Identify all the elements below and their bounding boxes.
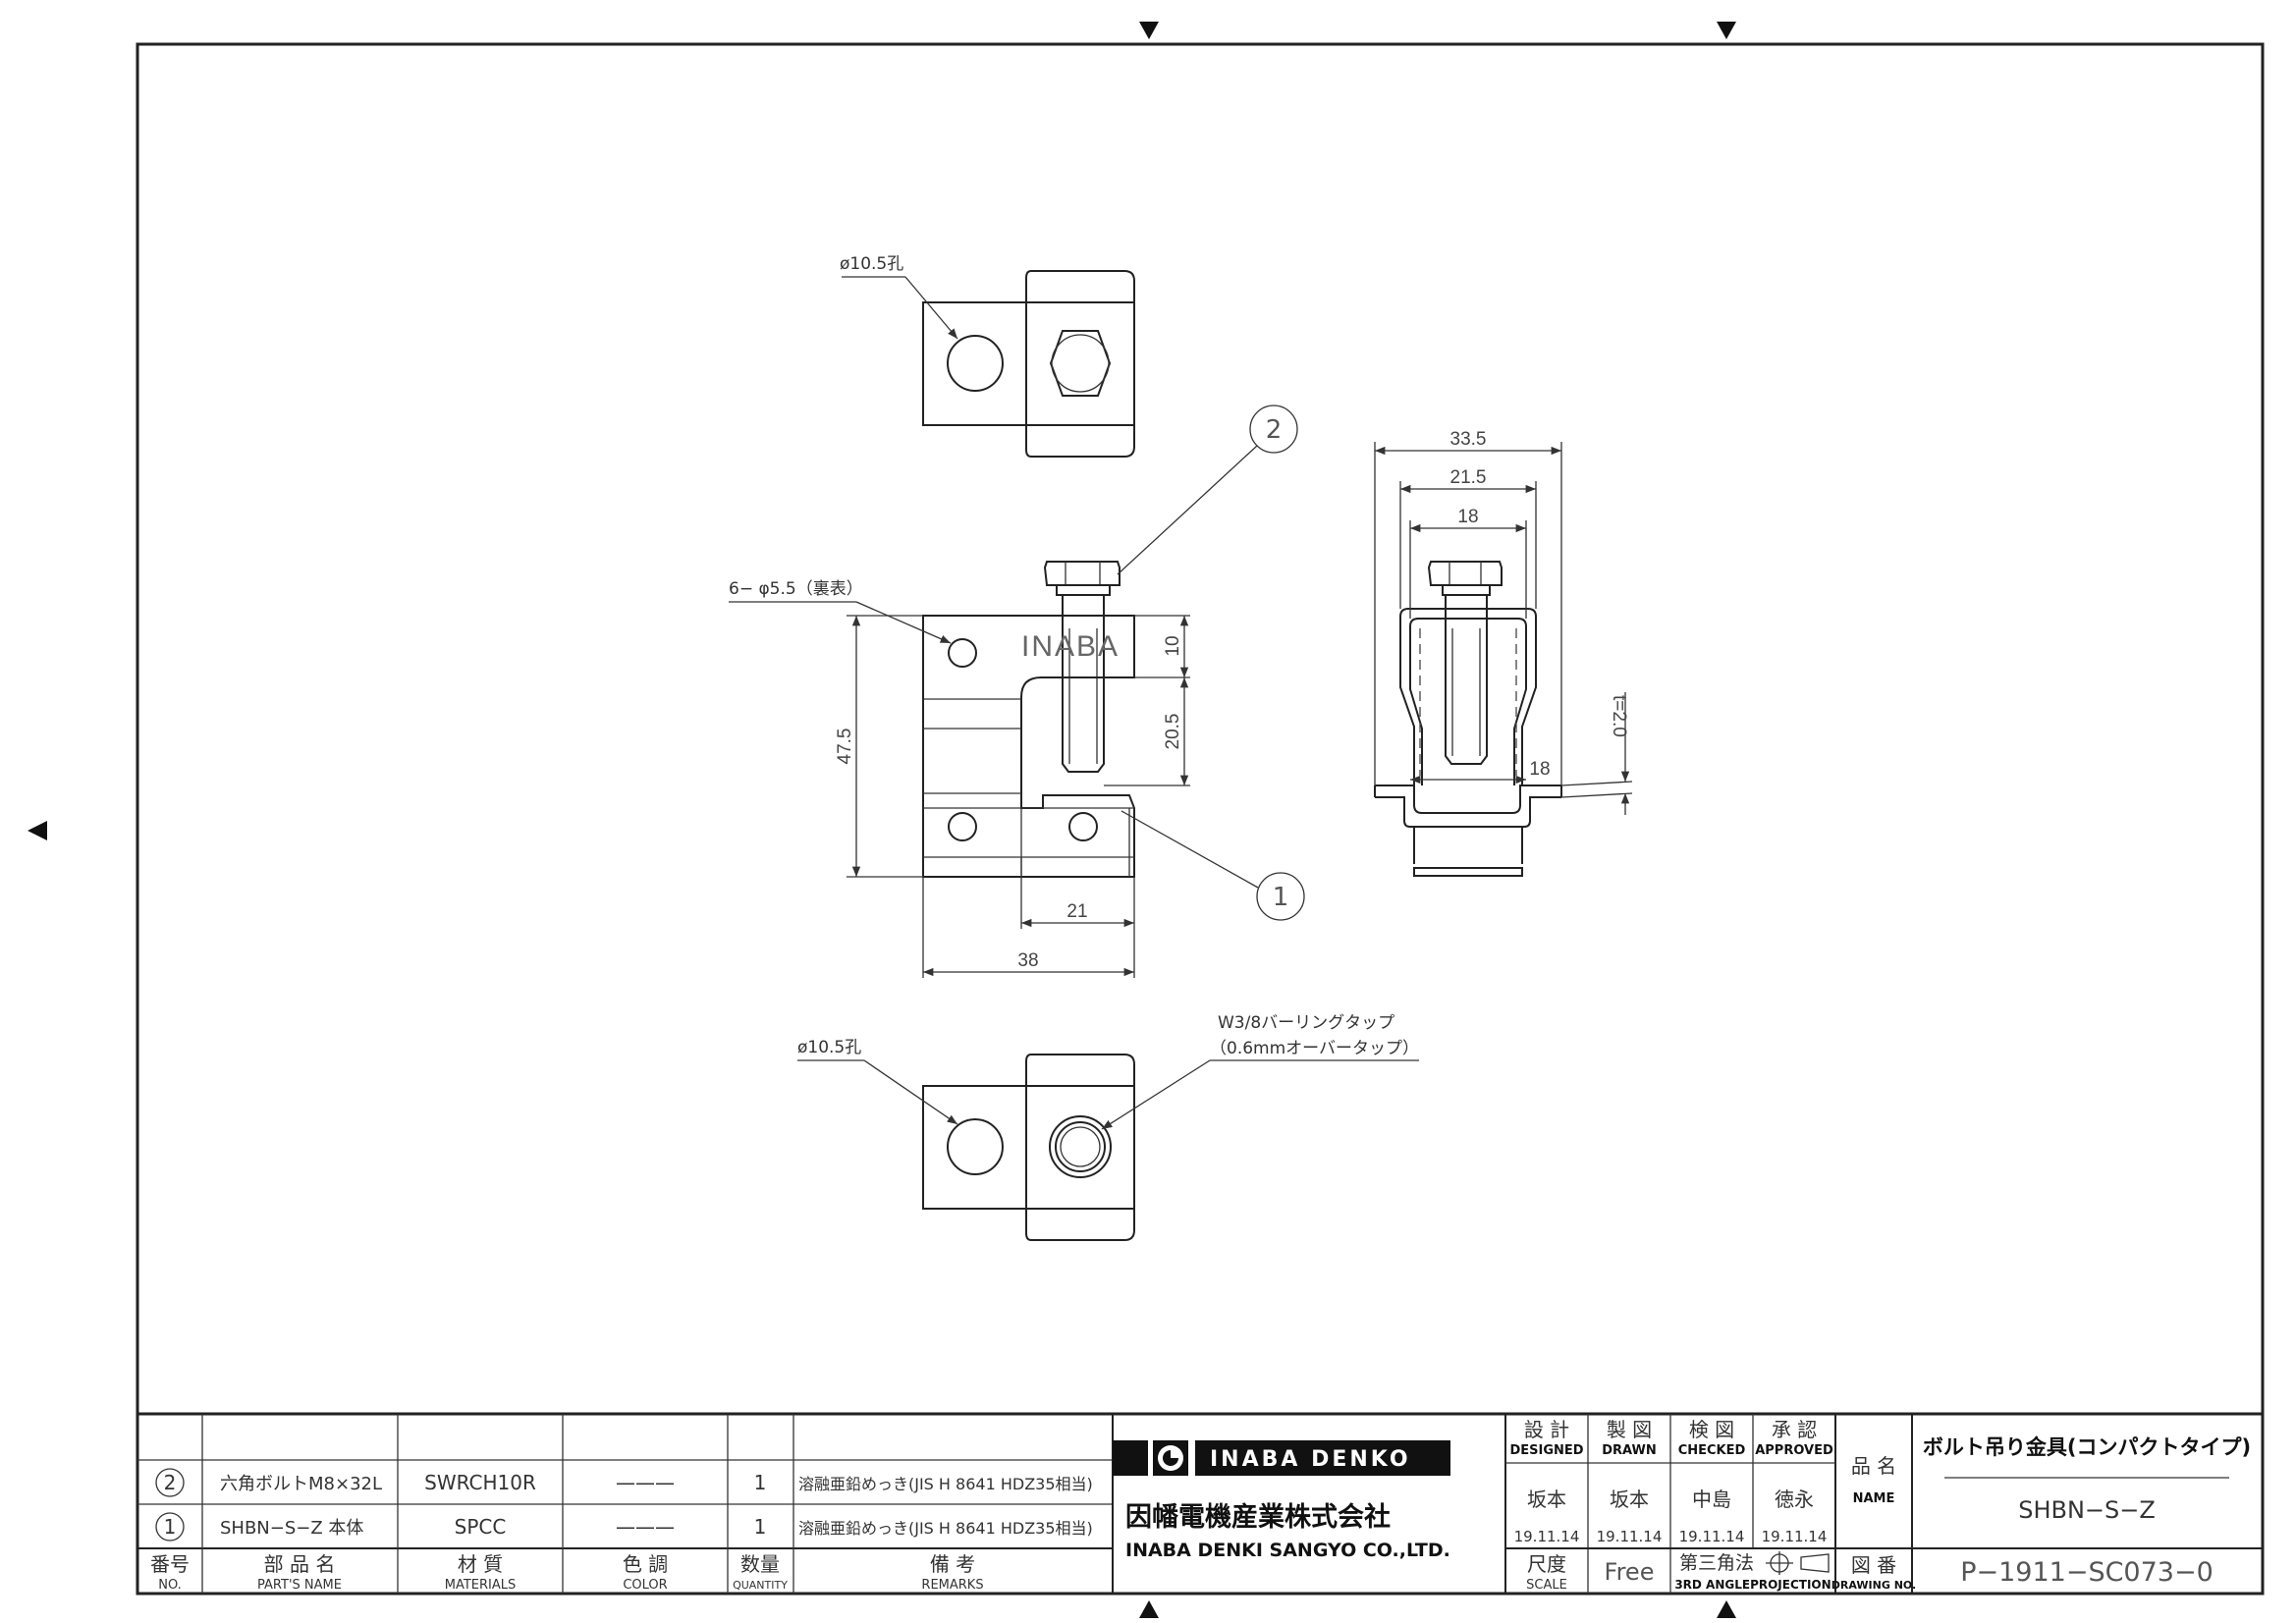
svg-text:製 図: 製 図: [1607, 1418, 1652, 1441]
top-view: ø10.5孔: [840, 254, 1135, 458]
label-holes-6: 6− φ5.5（裏表）: [729, 578, 863, 599]
brand-name: INABA DENKO: [1210, 1447, 1411, 1472]
company-name-en: INABA DENKI SANGYO CO.,LTD.: [1125, 1540, 1450, 1561]
row1-qty: 1: [754, 1515, 767, 1539]
svg-text:3RD ANGLEPROJECTION: 3RD ANGLEPROJECTION: [1674, 1578, 1831, 1592]
dim-20-5: 20.5: [1163, 714, 1183, 750]
svg-text:SCALE: SCALE: [1526, 1578, 1567, 1593]
dim-21-5: 21.5: [1450, 467, 1487, 488]
center-mark-left: [27, 821, 47, 840]
company-name-jp: 因幡電機産業株式会社: [1125, 1501, 1391, 1533]
dim-38: 38: [1017, 950, 1038, 971]
svg-text:尺度: 尺度: [1527, 1552, 1566, 1576]
svg-text:QUANTITY: QUANTITY: [733, 1579, 788, 1592]
row2-remarks: 溶融亜鉛めっき(JIS H 8641 HDZ35相当): [798, 1475, 1093, 1493]
svg-text:DRAWN: DRAWN: [1602, 1443, 1657, 1458]
svg-text:REMARKS: REMARKS: [921, 1578, 983, 1593]
svg-text:部 品 名: 部 品 名: [264, 1552, 336, 1576]
dim-t2: t=2.0: [1609, 695, 1629, 737]
svg-text:第三角法: 第三角法: [1679, 1552, 1754, 1574]
designed-by: 坂本: [1527, 1488, 1566, 1511]
checked-date: 19.11.14: [1679, 1528, 1745, 1545]
dim-47-5: 47.5: [835, 729, 855, 765]
center-mark-top-2: [1717, 22, 1736, 39]
svg-text:PART'S NAME: PART'S NAME: [257, 1578, 342, 1593]
drawing-border: [136, 42, 2265, 1596]
svg-text:色 調: 色 調: [623, 1552, 668, 1576]
svg-text:番号: 番号: [150, 1552, 190, 1576]
dim-18-bottom: 18: [1529, 759, 1550, 780]
row2-qty: 1: [754, 1471, 767, 1494]
approved-date: 19.11.14: [1762, 1528, 1828, 1545]
label-burring-1: W3/8バーリングタップ: [1218, 1013, 1394, 1033]
side-view: 33.5 21.5 18 18 t=2.0: [1374, 429, 1633, 877]
svg-text:APPROVED: APPROVED: [1755, 1443, 1833, 1458]
checked-by: 中島: [1692, 1488, 1731, 1511]
row1-remarks: 溶融亜鉛めっき(JIS H 8641 HDZ35相当): [798, 1519, 1093, 1538]
svg-text:承 認: 承 認: [1772, 1418, 1817, 1441]
parts-row-2: 2 六角ボルトM8×32L SWRCH10R ——— 1 溶融亜鉛めっき(JIS…: [155, 1468, 1093, 1497]
svg-text:CHECKED: CHECKED: [1678, 1443, 1746, 1458]
svg-text:COLOR: COLOR: [623, 1578, 667, 1593]
bottom-view: ø10.5孔 W3/8バーリングタップ （0.6mmオーバータップ）: [797, 1013, 1419, 1241]
svg-text:備 考: 備 考: [930, 1552, 975, 1576]
svg-text:検 図: 検 図: [1689, 1418, 1734, 1441]
dim-18-top: 18: [1457, 507, 1478, 527]
svg-text:DESIGNED: DESIGNED: [1509, 1443, 1583, 1458]
approved-by: 徳永: [1775, 1488, 1814, 1511]
label-burring-2: （0.6mmオーバータップ）: [1210, 1039, 1419, 1058]
row1-color: ———: [616, 1515, 675, 1539]
row2-color: ———: [616, 1471, 675, 1494]
svg-text:MATERIALS: MATERIALS: [445, 1578, 517, 1593]
center-mark-bottom-2: [1717, 1600, 1736, 1618]
callout-part-2: 2: [1266, 415, 1283, 445]
svg-text:NAME: NAME: [1853, 1491, 1895, 1506]
stamp-inaba: INABA: [1021, 630, 1120, 663]
svg-text:材 質: 材 質: [458, 1552, 503, 1576]
designed-date: 19.11.14: [1514, 1528, 1580, 1545]
svg-text:設 計: 設 計: [1524, 1418, 1569, 1441]
row2-name: 六角ボルトM8×32L: [220, 1474, 382, 1494]
center-mark-top-1: [1139, 22, 1159, 39]
dim-33-5: 33.5: [1450, 429, 1487, 450]
row1-material: SPCC: [455, 1515, 507, 1539]
row2-no: 2: [164, 1471, 177, 1494]
parts-row-1: 1 SHBN−S−Z 本体 SPCC ——— 1 溶融亜鉛めっき(JIS H 8…: [155, 1512, 1093, 1542]
callout-part-1: 1: [1273, 883, 1289, 912]
drawing-number: P−1911−SC073−0: [1960, 1557, 2214, 1588]
label-hole-bottom: ø10.5孔: [797, 1038, 861, 1057]
drawn-date: 19.11.14: [1597, 1528, 1663, 1545]
row2-material: SWRCH10R: [424, 1471, 536, 1494]
company-block: INABA DENKO 因幡電機産業株式会社 INABA DENKI SANGY…: [1113, 1440, 1450, 1561]
title-block: 2 六角ボルトM8×32L SWRCH10R ——— 1 溶融亜鉛めっき(JIS…: [137, 1412, 2263, 1594]
center-mark-bottom-1: [1139, 1600, 1159, 1618]
parts-header: 番号 NO. 部 品 名 PART'S NAME 材 質 MATERIALS 色…: [150, 1552, 984, 1593]
dim-10: 10: [1163, 635, 1183, 656]
front-view: INABA 2 1 6− φ5.5（裏表） 47.5 10 20.5 21: [729, 405, 1305, 978]
svg-text:品 名: 品 名: [1851, 1454, 1896, 1478]
svg-text:図 番: 図 番: [1851, 1553, 1896, 1577]
drawn-by: 坂本: [1610, 1488, 1649, 1511]
projection-symbol-icon: [1766, 1551, 1830, 1575]
svg-text:DRAWING NO.: DRAWING NO.: [1831, 1579, 1916, 1592]
dim-21: 21: [1066, 901, 1087, 922]
row1-name: SHBN−S−Z 本体: [220, 1518, 363, 1539]
row1-no: 1: [164, 1515, 177, 1539]
model-name: SHBN−S−Z: [2018, 1496, 2156, 1524]
product-name: ボルト吊り金具(コンパクトタイプ): [1923, 1435, 2251, 1459]
svg-text:数量: 数量: [740, 1552, 780, 1576]
label-hole-top: ø10.5孔: [840, 254, 903, 274]
svg-text:NO.: NO.: [158, 1578, 182, 1593]
scale-value: Free: [1605, 1558, 1655, 1586]
